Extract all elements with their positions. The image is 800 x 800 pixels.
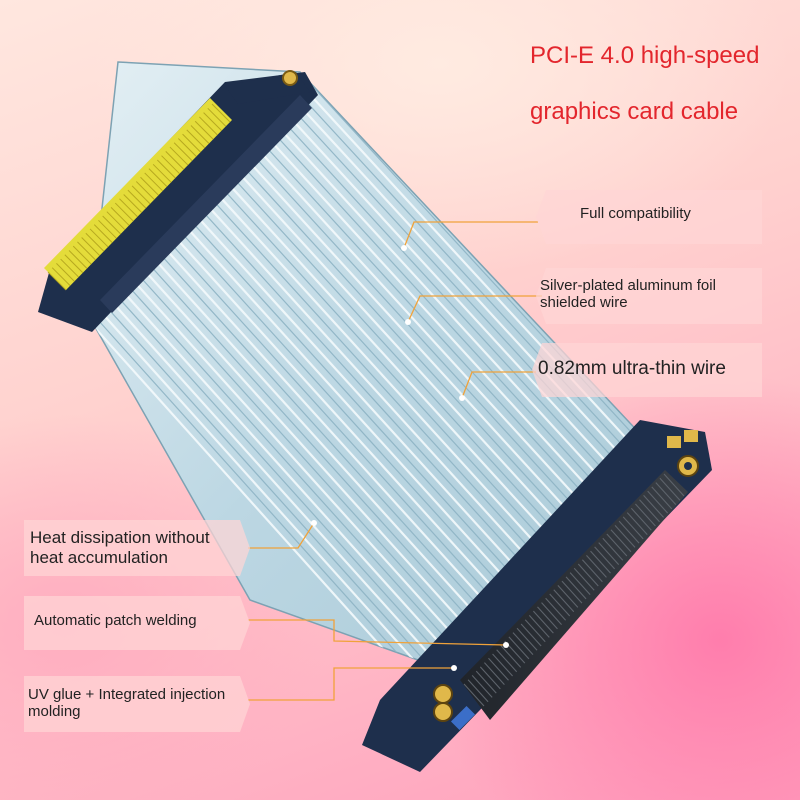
gold-pad-top (667, 430, 699, 477)
callout-welding-text: Automatic patch welding (34, 612, 197, 629)
callout-heat-line-2: heat accumulation (30, 547, 168, 567)
callout-dots (311, 245, 509, 671)
leader-thin-wire (461, 371, 536, 399)
callout-heat-line-1: Heat dissipation without (30, 528, 210, 547)
bottom-connector (362, 420, 712, 772)
callout-compatibility: Full compatibility (536, 190, 762, 244)
leader-uv (248, 667, 454, 701)
slot-pins (463, 473, 685, 707)
ribbon-cable (89, 61, 662, 666)
callout-shielded-wire: Silver-plated aluminum foil shielded wir… (536, 268, 762, 324)
leader-shielded (407, 295, 542, 323)
callout-shielded-line-2: shielded wire (540, 294, 628, 312)
callout-heat: Heat dissipation without heat accumulati… (24, 520, 250, 576)
callout-thin-wire: 0.82mm ultra-thin wire (532, 343, 762, 397)
callout-shielded-line-1: Silver-plated aluminum foil (540, 277, 716, 294)
title-line-2: graphics card cable (530, 98, 739, 125)
title-line-1: PCI-E 4.0 high-speed (530, 42, 760, 69)
bottom-label-sticker (450, 705, 476, 731)
callout-compatibility-text: Full compatibility (580, 205, 691, 222)
callout-thin-wire-text: 0.82mm ultra-thin wire (538, 358, 726, 379)
top-connector (38, 70, 318, 332)
callout-uv-line-2: molding (28, 703, 81, 721)
leader-heat (248, 522, 315, 549)
callout-leaders (248, 221, 542, 701)
callout-uv-line-1: UV glue + Integrated injection (28, 686, 226, 703)
gold-finger-contacts (47, 103, 231, 291)
leader-compatibility (403, 221, 538, 249)
leader-welding (248, 619, 507, 646)
mount-hole-top (282, 70, 298, 86)
callout-welding: Automatic patch welding (24, 596, 250, 650)
gold-pad-bottom (433, 684, 453, 722)
callout-uv-glue: UV glue + Integrated injection molding (24, 676, 250, 732)
